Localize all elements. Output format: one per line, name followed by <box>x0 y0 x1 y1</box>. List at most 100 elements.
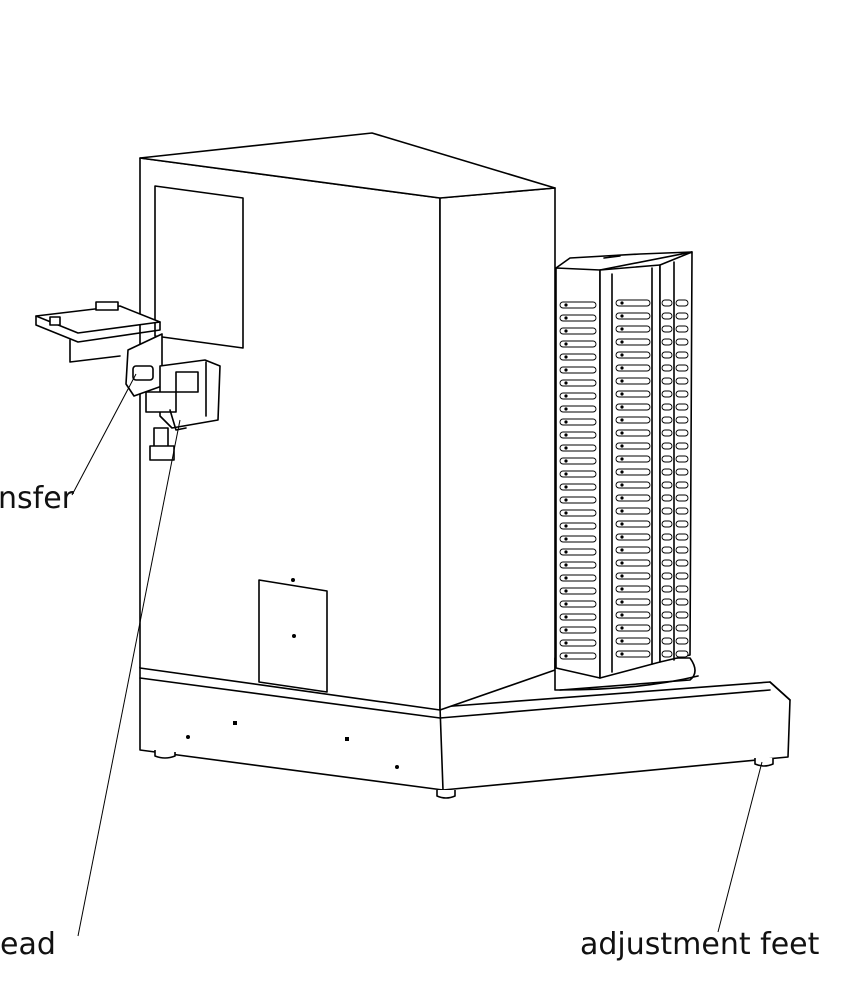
slot-hole <box>620 626 624 630</box>
rack-slot <box>661 364 673 372</box>
rack-slot <box>675 429 689 437</box>
rack-slot <box>615 403 651 411</box>
rack-slot <box>675 572 689 580</box>
rack-slot <box>559 470 597 478</box>
rack-slot <box>559 652 597 660</box>
rack-slot <box>675 312 689 320</box>
rack-slot <box>661 468 673 476</box>
rack-slot <box>615 338 651 346</box>
rack-slot <box>615 325 651 333</box>
rack-slot <box>615 351 651 359</box>
rack-slot <box>559 379 597 387</box>
slot-hole <box>564 498 568 502</box>
rack-slot <box>615 624 651 632</box>
slot-hole <box>620 353 624 357</box>
slot-hole <box>620 418 624 422</box>
rack-slot <box>675 546 689 554</box>
slot-hole <box>564 394 568 398</box>
rack-slot <box>615 572 651 580</box>
slot-hole <box>564 615 568 619</box>
rack-slot <box>559 457 597 465</box>
rack-slot <box>661 325 673 333</box>
rack-slot <box>559 509 597 517</box>
label-transfer: nsfer <box>0 481 75 516</box>
rack-slot <box>675 299 689 307</box>
slot-hole <box>620 483 624 487</box>
label-head: ead <box>0 927 56 962</box>
rack-slot <box>615 364 651 372</box>
rack-slot <box>661 520 673 528</box>
rack-slot <box>661 650 673 658</box>
rack-slot <box>559 483 597 491</box>
tube-rack <box>555 251 693 679</box>
rack-slot <box>559 626 597 634</box>
rack-slot <box>615 429 651 437</box>
rack-slot <box>661 494 673 502</box>
rack-slot <box>661 455 673 463</box>
rack-slot <box>675 507 689 515</box>
rack-slot <box>675 351 689 359</box>
rack-slot <box>661 312 673 320</box>
adjustment-feet <box>154 750 774 799</box>
rack-slot <box>661 338 673 346</box>
slot-hole <box>564 368 568 372</box>
slot-hole <box>564 381 568 385</box>
rack-slot <box>559 561 597 569</box>
rack-slot <box>661 624 673 632</box>
slot-hole <box>620 405 624 409</box>
slot-hole <box>620 509 624 513</box>
rack-slot <box>615 494 651 502</box>
rack-slot <box>615 559 651 567</box>
rack-slot <box>615 299 651 307</box>
slot-hole <box>620 496 624 500</box>
slot-hole <box>620 470 624 474</box>
rack-slot <box>615 637 651 645</box>
rack-slot <box>559 405 597 413</box>
rack-slot <box>675 403 689 411</box>
rack-slot <box>661 598 673 606</box>
slot-hole <box>564 524 568 528</box>
rack-slot <box>559 639 597 647</box>
slot-hole <box>620 314 624 318</box>
slot-hole <box>620 600 624 604</box>
slot-hole <box>564 355 568 359</box>
slot-hole <box>564 628 568 632</box>
rack-slot <box>615 312 651 320</box>
rack-slot <box>661 390 673 398</box>
rack-slot <box>675 650 689 658</box>
rack-slot <box>615 650 651 658</box>
rack-slot <box>675 364 689 372</box>
slot-hole <box>620 379 624 383</box>
slot-hole <box>620 340 624 344</box>
slot-hole <box>564 472 568 476</box>
rack-slot <box>675 494 689 502</box>
rack-slot <box>559 418 597 426</box>
slot-hole <box>620 522 624 526</box>
rack-slot <box>615 585 651 593</box>
base-plinth <box>139 666 791 791</box>
slot-hole <box>564 576 568 580</box>
slot-hole <box>564 537 568 541</box>
leader-lines <box>71 373 763 937</box>
slot-hole <box>564 459 568 463</box>
rack-slot <box>615 520 651 528</box>
slot-hole <box>564 316 568 320</box>
rack-slot <box>615 377 651 385</box>
rack-slot <box>661 299 673 307</box>
slot-hole <box>564 420 568 424</box>
slot-hole <box>564 511 568 515</box>
slot-hole <box>564 342 568 346</box>
rack-slot <box>559 301 597 309</box>
rack-slot <box>615 611 651 619</box>
rack-slot <box>675 442 689 450</box>
slot-hole <box>620 639 624 643</box>
rack-slot <box>675 455 689 463</box>
rack-slot <box>559 340 597 348</box>
slot-hole <box>620 652 624 656</box>
rack-slot <box>661 637 673 645</box>
rack-slot <box>559 574 597 582</box>
slot-hole <box>620 327 624 331</box>
rack-slot <box>675 611 689 619</box>
